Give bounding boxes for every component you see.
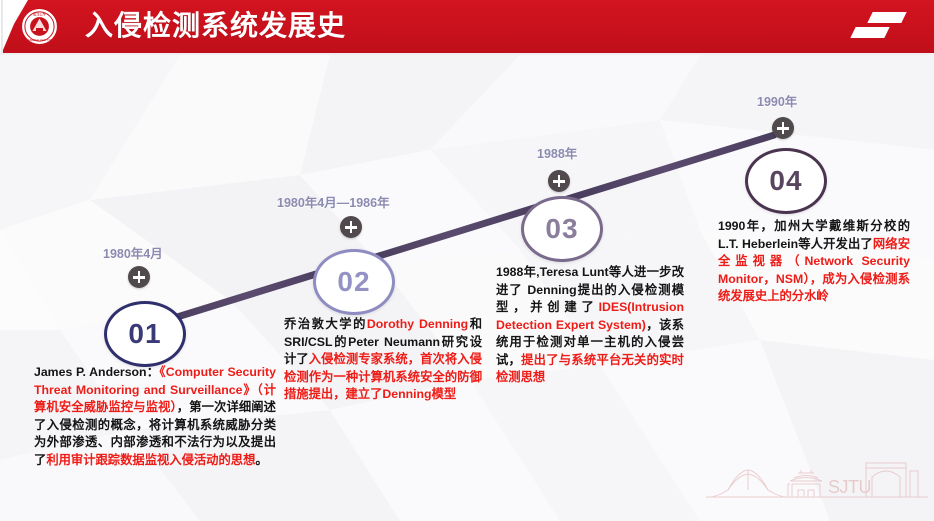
timeline-number-circle-2[interactable]: 02 bbox=[313, 249, 395, 315]
text-run-1: IDES(Intrusion Detection Expert System) bbox=[496, 300, 684, 332]
sjtu-seal-logo: 南洋公学 SHANGHAI JIAO TONG bbox=[20, 7, 59, 46]
text-run-2: ，该系统用于检测对单一主机的入侵尝试， bbox=[496, 317, 684, 367]
timeline-number-circle-3[interactable]: 03 bbox=[521, 196, 603, 262]
text-run-0: 乔治敦大学的 bbox=[284, 317, 367, 331]
timeline-text-block-4: 1990年，加州大学戴维斯分校的L.T. Heberlein等人开发出了网络安全… bbox=[718, 218, 910, 306]
header-red-banner bbox=[3, 0, 934, 53]
timeline-text-block-1: James P. Anderson：《Computer Security Thr… bbox=[34, 364, 276, 469]
header-divider bbox=[0, 53, 934, 55]
text-run-3: 提出了与系统平台无关的实时检测思想 bbox=[496, 352, 684, 385]
page-title: 入侵检测系统发展史 bbox=[85, 10, 347, 41]
text-run-0: James P. Anderson： bbox=[34, 365, 160, 379]
timeline-number-2: 02 bbox=[337, 266, 371, 297]
plus-icon-4[interactable] bbox=[772, 117, 794, 139]
text-run-3: 利用审计跟踪数据监视入侵活动的思想 bbox=[46, 452, 256, 467]
plus-icon-3[interactable] bbox=[548, 170, 570, 192]
plus-icon-2[interactable] bbox=[340, 216, 362, 238]
timeline-date-2: 1980年4月—1986年 bbox=[277, 196, 390, 210]
timeline-date-3: 1988年 bbox=[537, 147, 578, 161]
timeline-number-circle-1[interactable]: 01 bbox=[104, 301, 186, 367]
watermark-text: SJTU bbox=[828, 477, 871, 497]
timeline-date-4: 1990年 bbox=[757, 95, 798, 109]
text-run-1: 《Computer Security Threat Monitoring and… bbox=[34, 365, 276, 414]
timeline-connector-3-4 bbox=[551, 130, 779, 207]
text-run-0: 1988年,Teresa Lunt等人进一步改进了 Denning提出的入侵检测… bbox=[496, 265, 684, 314]
sjtu-skyline-watermark: SJTU bbox=[706, 457, 928, 515]
header-left-edge-line bbox=[1, 0, 3, 53]
text-run-0: 1990年，加州大学戴维斯分校的L.T. Heberlein等人开发出了 bbox=[718, 219, 910, 251]
timeline-number-4: 04 bbox=[769, 165, 803, 196]
plus-icon-1[interactable] bbox=[128, 266, 150, 288]
timeline-number-circle-4[interactable]: 04 bbox=[745, 148, 827, 214]
slide-header: 南洋公学 SHANGHAI JIAO TONG 入侵检测系统发展史 bbox=[0, 0, 934, 53]
svg-text:SHANGHAI JIAO TONG: SHANGHAI JIAO TONG bbox=[24, 38, 56, 42]
svg-text:南洋公学: 南洋公学 bbox=[33, 11, 47, 16]
timeline-number-3: 03 bbox=[545, 213, 579, 244]
text-run-2: 和SRI/CSL的Peter Neumann研究设计了 bbox=[284, 317, 482, 366]
timeline-text-block-3: 1988年,Teresa Lunt等人进一步改进了 Denning提出的入侵检测… bbox=[496, 264, 684, 387]
text-run-4: 。 bbox=[255, 452, 268, 467]
text-run-1: Dorothy Denning bbox=[366, 317, 469, 331]
text-run-2: ，第一次详细阐述了入侵检测的概念，将计算机系统威胁分类为外部渗透、内部渗透和不法… bbox=[34, 400, 276, 467]
timeline-date-1: 1980年4月 bbox=[103, 247, 163, 261]
text-run-3: 入侵检测专家系统，首次将入侵检测作为一种计算机系统安全的防御措施提出，建立了De… bbox=[284, 352, 482, 401]
text-run-1: 网络安全监视器（Network Security Monitor，NSM），成为… bbox=[718, 236, 910, 304]
timeline-number-1: 01 bbox=[128, 318, 162, 349]
timeline-text-block-2: 乔治敦大学的Dorothy Denning和SRI/CSL的Peter Neum… bbox=[284, 316, 482, 404]
